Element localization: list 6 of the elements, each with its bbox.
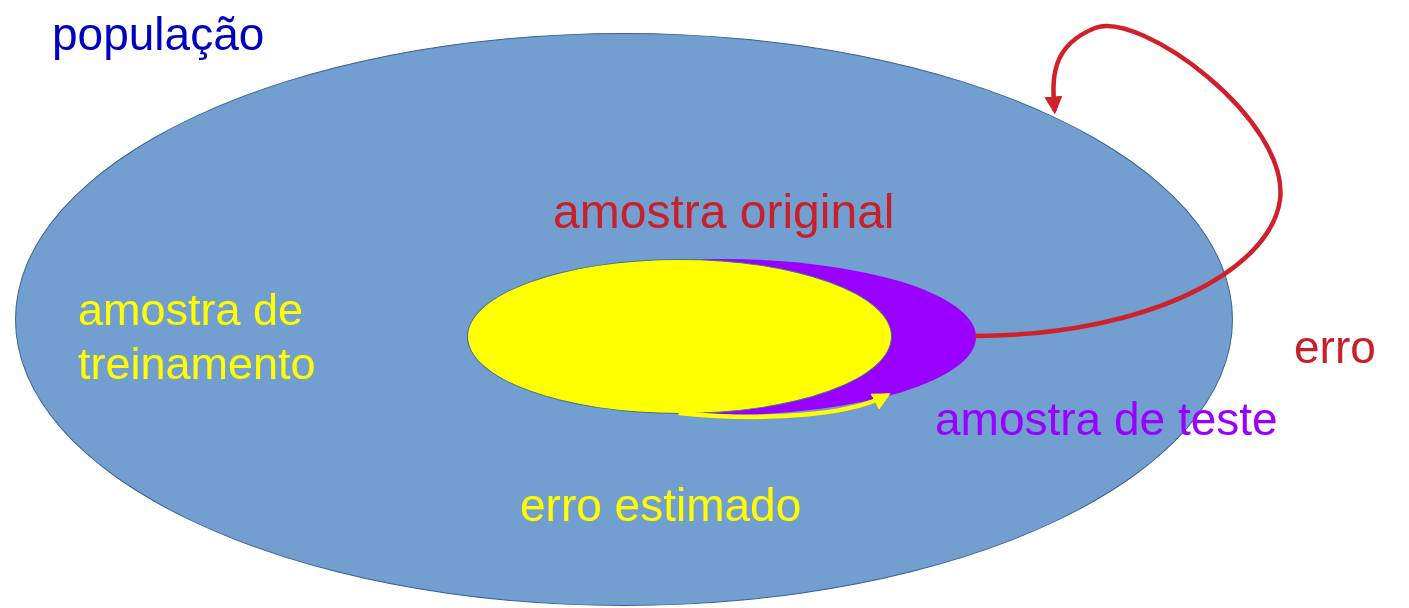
label: erro <box>1294 320 1376 375</box>
arrow <box>678 392 891 420</box>
arrow <box>974 23 1283 339</box>
label: amostra de treinamento <box>78 283 317 391</box>
label: erro estimado <box>520 478 802 533</box>
label: amostra original <box>553 184 895 240</box>
